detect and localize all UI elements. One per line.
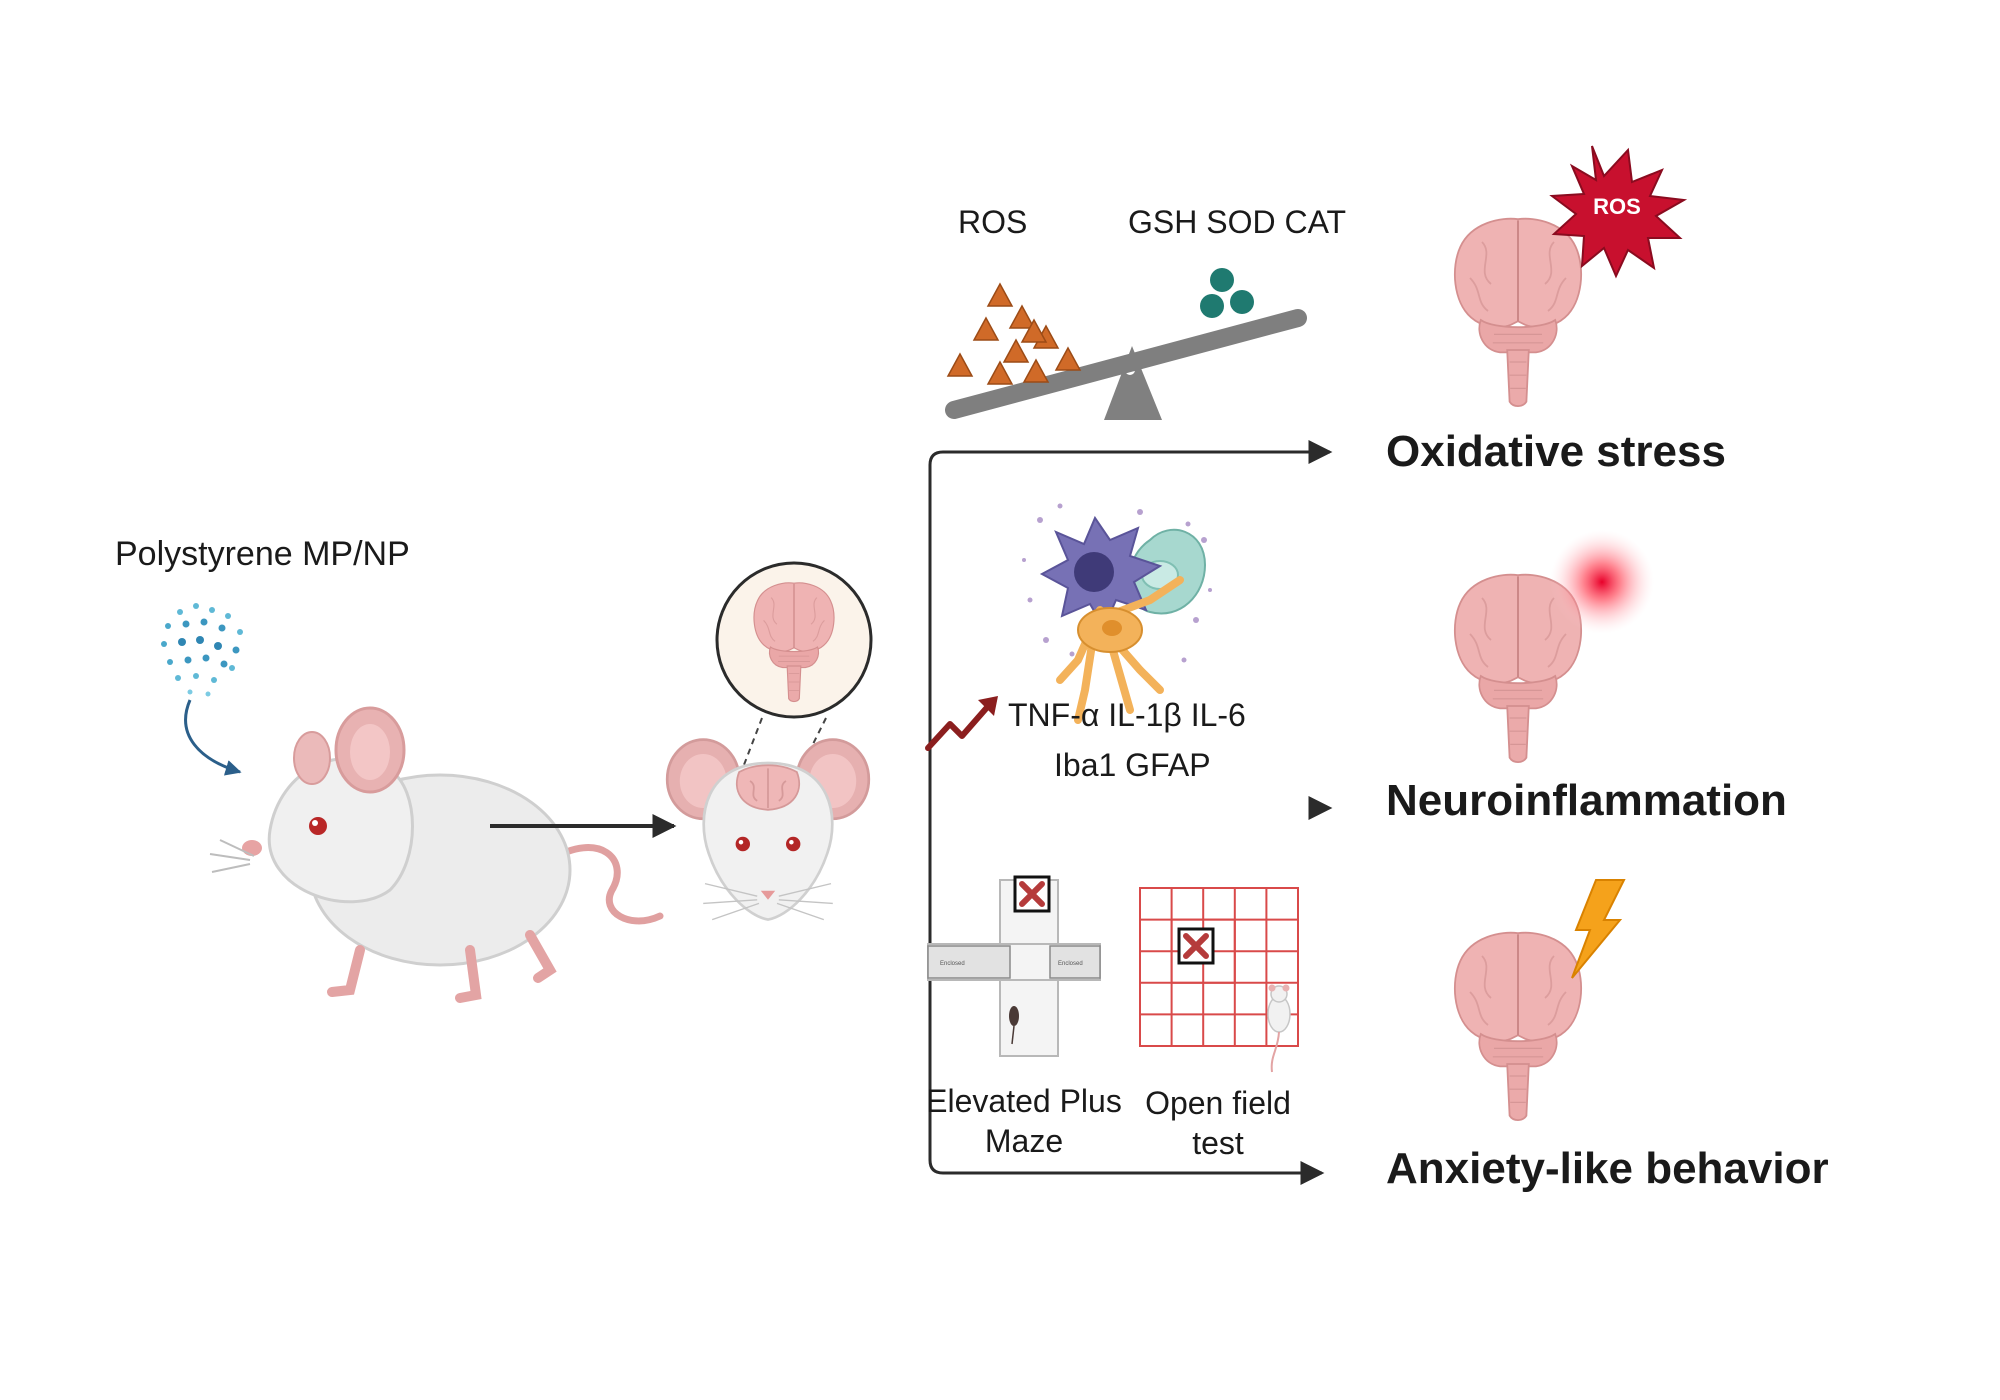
outcome-anxiety-like-behavior: Anxiety-like behavior (1386, 1144, 1829, 1193)
epm-label-line1: Elevated Plus (926, 1083, 1122, 1119)
brain-oxidative (1453, 217, 1583, 408)
inflammation-markers-line1: TNF-α IL-1β IL-6 (1008, 697, 1246, 733)
particle-cloud (161, 603, 243, 697)
epm-arm-right-label: Enclosed (1058, 961, 1083, 967)
mouse-face-illustration (665, 738, 871, 921)
brain-anxiety (1453, 931, 1583, 1121)
outcome-neuroinflammation: Neuroinflammation (1386, 776, 1787, 825)
outcome-oxidative-stress: Oxidative stress (1386, 427, 1726, 476)
mouse-side-illustration (210, 708, 660, 998)
lightning-bolt-icon (1571, 879, 1626, 979)
exposure-label: Polystyrene MP/NP (115, 535, 410, 573)
increase-arrow-icon (925, 701, 993, 751)
ros-burst: ROS (1549, 145, 1688, 279)
elevated-plus-maze: Enclosed Enclosed (927, 877, 1101, 1057)
inflammation-markers-line2: Iba1 GFAP (1054, 747, 1211, 783)
exposure-arrow (184, 699, 242, 776)
antioxidant-label: GSH SOD CAT (1128, 204, 1346, 240)
oft-label-line1: Open field (1145, 1085, 1291, 1121)
branch-arrows (848, 440, 1333, 1185)
glial-cells-illustration (1022, 503, 1212, 724)
open-field-grid (1139, 887, 1299, 1073)
inflammation-glow (1550, 530, 1654, 634)
epm-arm-left-label: Enclosed (940, 961, 965, 967)
brain-magnifier (715, 561, 873, 771)
seesaw-balance (945, 268, 1307, 420)
epm-label-line2: Maze (985, 1123, 1063, 1159)
increase-arrow-head (978, 696, 998, 716)
ros-label: ROS (958, 204, 1027, 240)
oft-label-line2: test (1192, 1125, 1244, 1161)
ros-burst-label: ROS (1593, 194, 1641, 219)
